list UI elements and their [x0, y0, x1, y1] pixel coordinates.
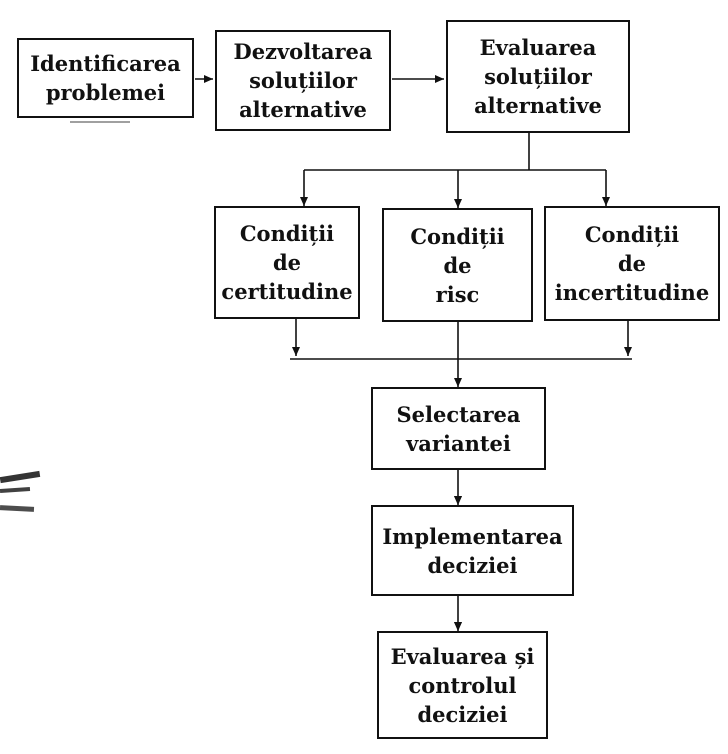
- node-evaluate-control-label: Evaluarea și controlul deciziei: [390, 643, 535, 727]
- node-uncertainty-label: Condiții de incertitudine: [554, 222, 710, 305]
- node-evaluate-solutions-label: Evaluarea soluțiilor alternative: [474, 35, 602, 118]
- node-select-option: Selectarea variantei: [371, 387, 546, 470]
- node-evaluate-solutions: Evaluarea soluțiilor alternative: [446, 20, 630, 133]
- node-select-option-label: Selectarea variantei: [396, 401, 521, 456]
- scan-smudge-mark: [70, 121, 130, 123]
- branch-to-conditions: [300, 133, 610, 208]
- node-evaluate-control: Evaluarea și controlul deciziei: [377, 631, 548, 739]
- node-develop-solutions: Dezvoltarea soluțiilor alternative: [215, 30, 391, 131]
- node-certainty-label: Condiții de certitudine: [221, 221, 353, 304]
- merge-from-conditions: [290, 319, 632, 387]
- node-identify-problem-label: Identificarea problemei: [30, 51, 181, 105]
- node-certainty-conditions: Condiții de certitudine: [214, 206, 360, 319]
- node-implement-decision-label: Implementarea deciziei: [382, 523, 563, 578]
- node-identify-problem: Identificarea problemei: [17, 38, 194, 118]
- node-develop-solutions-label: Dezvoltarea soluțiilor alternative: [233, 39, 373, 122]
- node-risk-label: Condiții de risc: [410, 223, 505, 307]
- node-risk-conditions: Condiții de risc: [382, 208, 533, 322]
- node-uncertainty-conditions: Condiții de incertitudine: [544, 206, 720, 321]
- node-implement-decision: Implementarea deciziei: [371, 505, 574, 596]
